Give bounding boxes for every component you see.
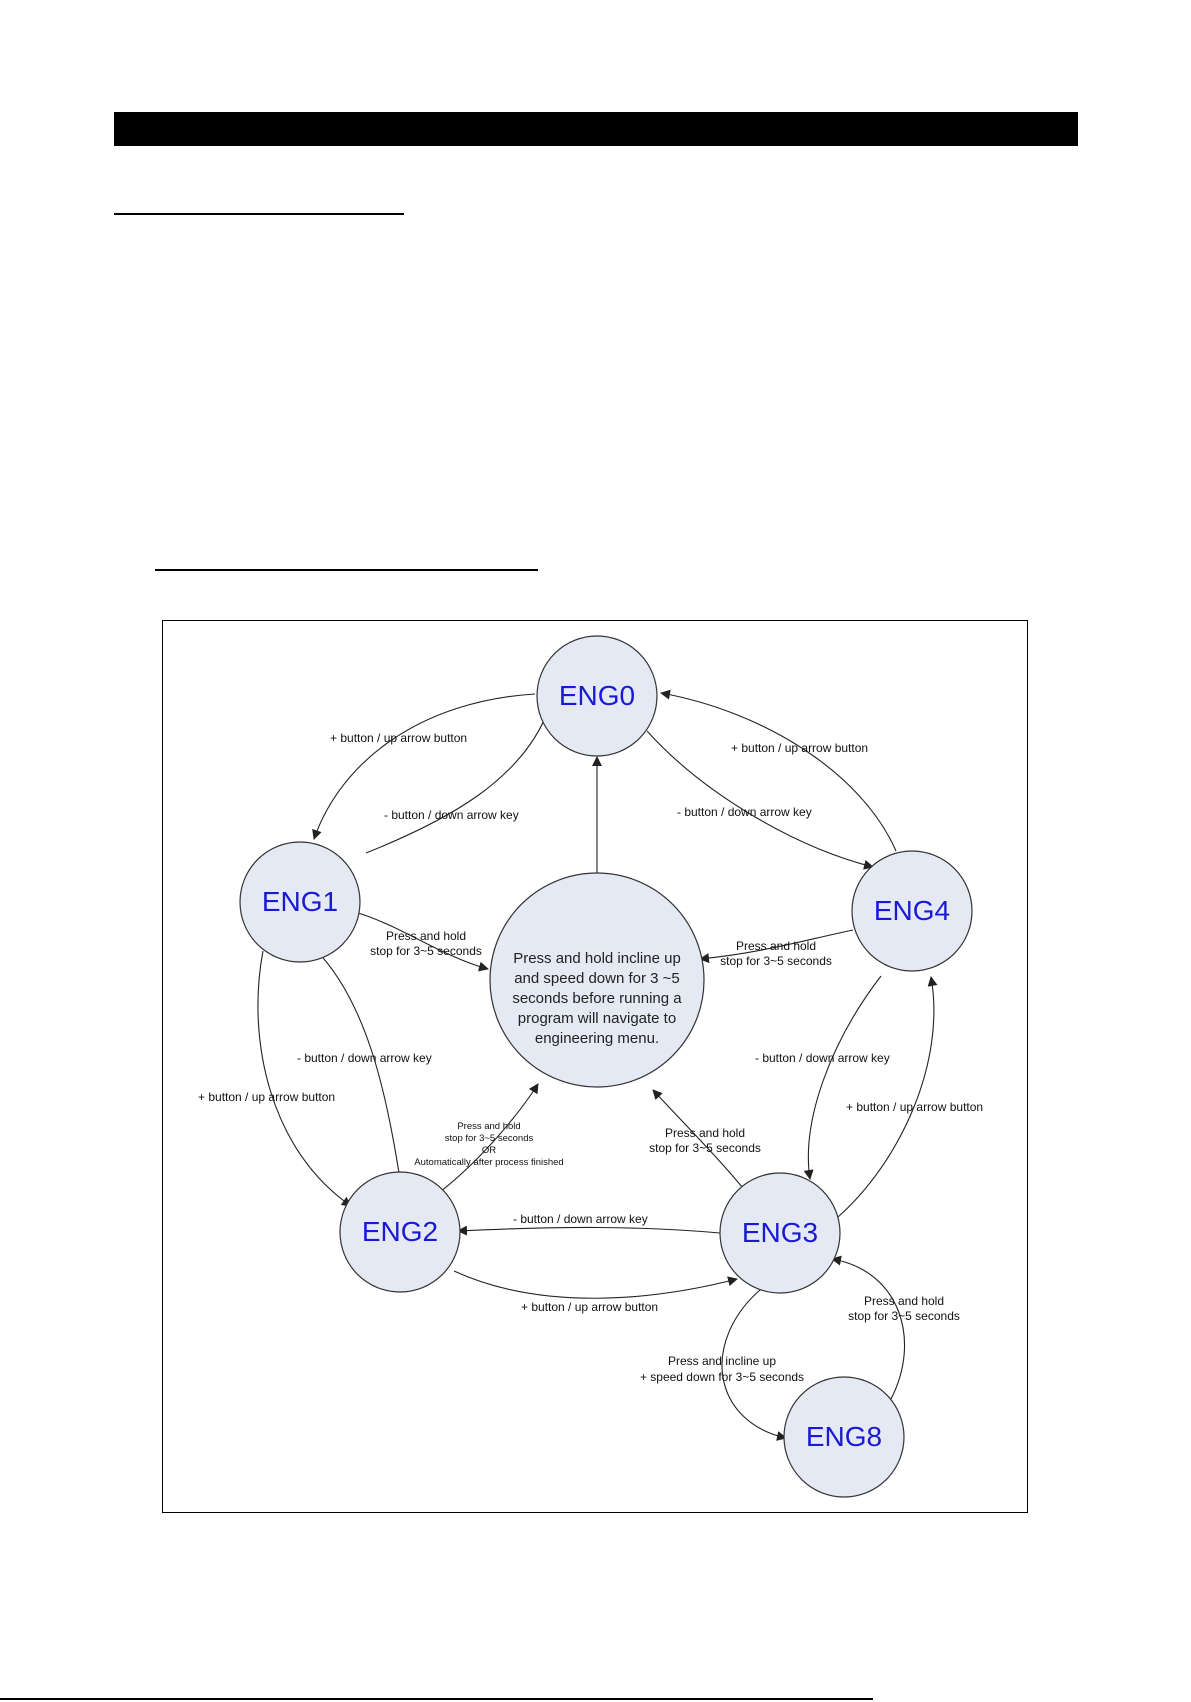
label-eng4-to-eng0: + button / up arrow button (731, 741, 868, 755)
edge-eng3-to-center (652, 1089, 743, 1188)
label-eng0-to-eng4: - button / down arrow key (677, 805, 812, 819)
label-eng4-to-eng3: - button / down arrow key (755, 1051, 890, 1065)
center-state: Press and hold incline up and speed down… (489, 872, 705, 1088)
states: ENG0 ENG1 ENG4 ENG2 ENG3 ENG8 (239, 635, 973, 1498)
edge-eng8-to-eng3 (831, 1255, 905, 1400)
label-eng3-to-eng8-line-1: Press and incline up (668, 1354, 776, 1368)
subsection-heading-underline (155, 569, 538, 571)
label-eng0-to-eng1: + button / up arrow button (330, 731, 467, 745)
label-eng1-to-center-line-2: stop for 3~5 seconds (370, 944, 482, 958)
state-eng1: ENG1 (239, 841, 361, 963)
state-label-eng0: ENG0 (559, 680, 635, 711)
label-eng3-to-eng4: + button / up arrow button (846, 1100, 983, 1114)
edge-eng1-to-center (357, 912, 489, 972)
edge-eng4-to-center (699, 929, 854, 964)
state-label-eng4: ENG4 (874, 895, 950, 926)
state-label-eng1: ENG1 (262, 886, 338, 917)
state-eng3: ENG3 (719, 1172, 841, 1294)
edge-eng0-to-eng4 (646, 730, 874, 870)
edge-eng1-to-eng2 (257, 950, 352, 1207)
state-label-eng8: ENG8 (806, 1421, 882, 1452)
label-eng3-to-eng8-line-2: + speed down for 3~5 seconds (640, 1370, 804, 1384)
label-eng8-to-eng3-line-1: Press and hold (864, 1294, 944, 1308)
edge-eng2-to-center (435, 1083, 539, 1196)
center-note-line-4: program will navigate to (518, 1010, 676, 1027)
header-bar (114, 112, 1078, 146)
label-eng2-to-eng1: - button / down arrow key (297, 1051, 432, 1065)
state-eng0: ENG0 (536, 635, 658, 757)
label-eng8-to-eng3-line-2: stop for 3~5 seconds (848, 1309, 960, 1323)
center-note-line-2: and speed down for 3 ~5 (514, 970, 680, 987)
state-eng8: ENG8 (783, 1376, 905, 1498)
label-eng2-to-center-line-2: stop for 3~5 seconds (445, 1133, 534, 1144)
label-eng3-to-eng2: - button / down arrow key (513, 1212, 648, 1226)
label-eng1-to-eng2: + button / up arrow button (198, 1090, 335, 1104)
edge-eng3-to-eng4 (837, 976, 938, 1218)
label-eng4-to-center-line-1: Press and hold (736, 939, 816, 953)
edge-eng3-to-eng2 (457, 1225, 721, 1236)
label-eng3-to-center-line-2: stop for 3~5 seconds (649, 1141, 761, 1155)
state-label-eng2: ENG2 (362, 1216, 438, 1247)
edges (257, 689, 938, 1441)
label-eng2-to-center-line-3: OR (482, 1145, 496, 1156)
state-eng2: ENG2 (339, 1171, 461, 1293)
label-eng2-to-center-line-1: Press and hold (457, 1121, 520, 1132)
label-eng1-to-center-line-1: Press and hold (386, 929, 466, 943)
center-note-line-3: seconds before running a (512, 990, 682, 1007)
edge-eng4-to-eng0 (660, 689, 897, 852)
state-diagram: ENG0 ENG1 ENG4 ENG2 ENG3 ENG8 (198, 635, 983, 1498)
center-note-line-1: Press and hold incline up (513, 950, 681, 967)
center-note-line-5: engineering menu. (535, 1030, 659, 1047)
label-eng4-to-center-line-2: stop for 3~5 seconds (720, 954, 832, 968)
edge-eng2-to-eng1 (314, 948, 400, 1174)
edge-eng3-to-eng8 (721, 1288, 787, 1441)
state-diagram-frame: ENG0 ENG1 ENG4 ENG2 ENG3 ENG8 (162, 620, 1028, 1513)
edge-eng0-to-eng1 (312, 693, 536, 840)
section-heading-underline (114, 213, 404, 215)
edge-eng2-to-eng3 (453, 1270, 738, 1299)
state-eng4: ENG4 (851, 850, 973, 972)
edge-eng1-to-eng0 (365, 710, 550, 854)
state-label-eng3: ENG3 (742, 1217, 818, 1248)
edge-eng4-to-eng3 (803, 975, 882, 1180)
edge-labels: + button / up arrow button - button / do… (198, 731, 983, 1384)
footer-rule (0, 1698, 873, 1700)
label-eng2-to-center-line-4: Automatically after process finished (414, 1157, 563, 1168)
label-eng2-to-eng3: + button / up arrow button (521, 1300, 658, 1314)
label-eng3-to-center-line-1: Press and hold (665, 1126, 745, 1140)
label-eng1-to-eng0: - button / down arrow key (384, 808, 519, 822)
